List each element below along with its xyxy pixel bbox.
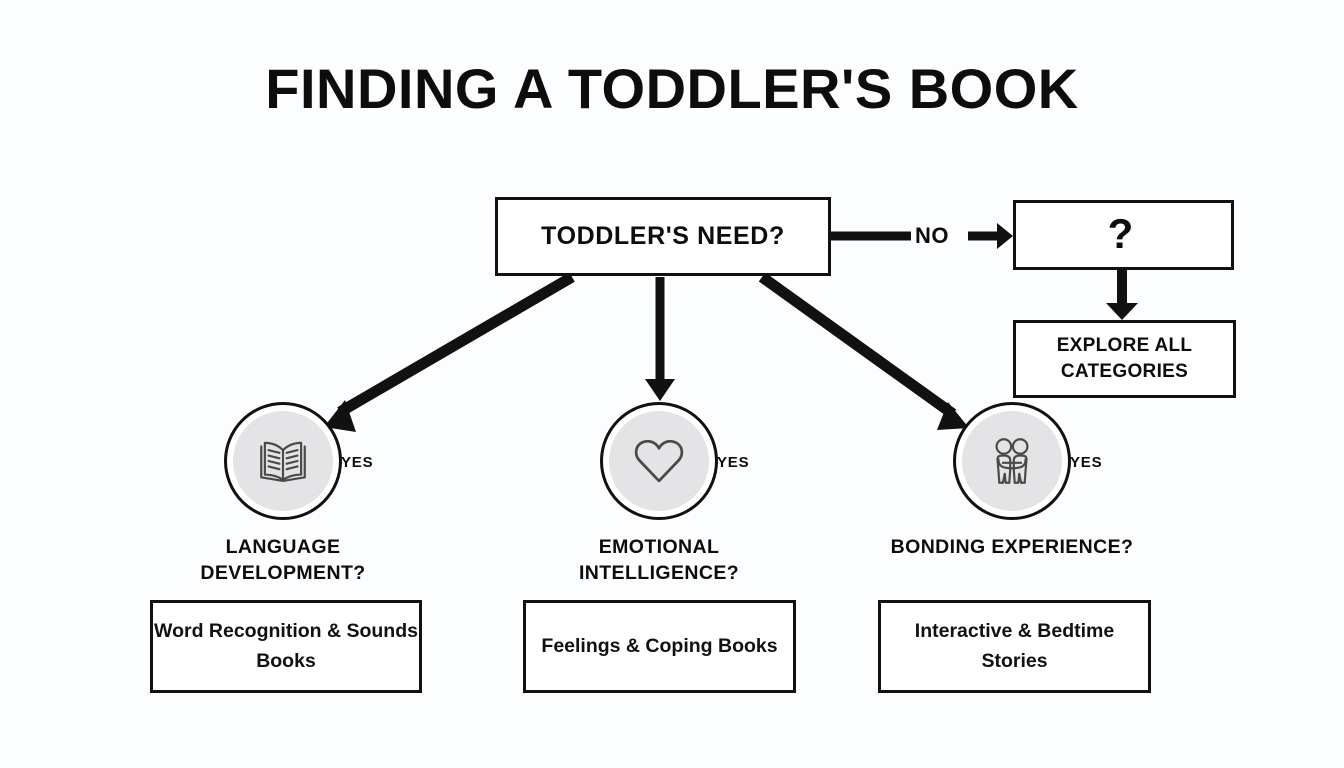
edge-label-yes-bonding: YES [1070, 454, 1103, 471]
arrowhead-no-to-unknown [997, 223, 1013, 249]
result-node-emotional[interactable]: Feelings & Coping Books [523, 600, 796, 693]
circle-fill [962, 411, 1062, 511]
two-people-hugging-icon [995, 438, 1029, 484]
arrowhead-unknown-to-explore [1106, 303, 1138, 320]
heart-icon [634, 439, 684, 483]
question-mark-icon: ? [1107, 210, 1134, 257]
unknown-node[interactable]: ? [1013, 200, 1234, 270]
icon-badge-emotional[interactable] [600, 402, 718, 520]
open-book-icon [260, 441, 306, 483]
edge-decision-to-bonding [758, 272, 957, 419]
branch-question-language: LANGUAGE DEVELOPMENT? [200, 536, 366, 585]
branch-question-emotional: EMOTIONAL INTELLIGENCE? [578, 536, 740, 585]
edge-label-yes-language: YES [341, 454, 374, 471]
edge-decision-to-language [337, 272, 575, 417]
result-node-language[interactable]: Word Recognition & Sounds Books [150, 600, 422, 693]
explore-all-categories-label: EXPLORE ALL CATEGORIES [1056, 335, 1193, 382]
decision-node-label: TODDLER'S NEED? [541, 222, 785, 250]
result-label-bonding: Interactive & Bedtime Stories [914, 620, 1115, 672]
circle-fill [609, 411, 709, 511]
page-title: FINDING A TODDLER'S BOOK [265, 57, 1079, 120]
decision-node-toddlers-need[interactable]: TODDLER'S NEED? [495, 197, 831, 276]
result-label-language: Word Recognition & Sounds Books [154, 620, 418, 672]
icon-badge-language[interactable] [224, 402, 342, 520]
icon-badge-bonding[interactable] [953, 402, 1071, 520]
explore-all-categories-node[interactable]: EXPLORE ALL CATEGORIES [1013, 320, 1236, 398]
arrowhead-decision-to-emotional [645, 379, 675, 401]
branch-question-bonding: BONDING EXPERIENCE? [890, 536, 1134, 558]
result-label-emotional: Feelings & Coping Books [541, 634, 778, 657]
edge-label-yes-emotional: YES [717, 454, 750, 471]
result-node-bonding[interactable]: Interactive & Bedtime Stories [878, 600, 1151, 693]
edge-label-no: NO [915, 223, 949, 248]
